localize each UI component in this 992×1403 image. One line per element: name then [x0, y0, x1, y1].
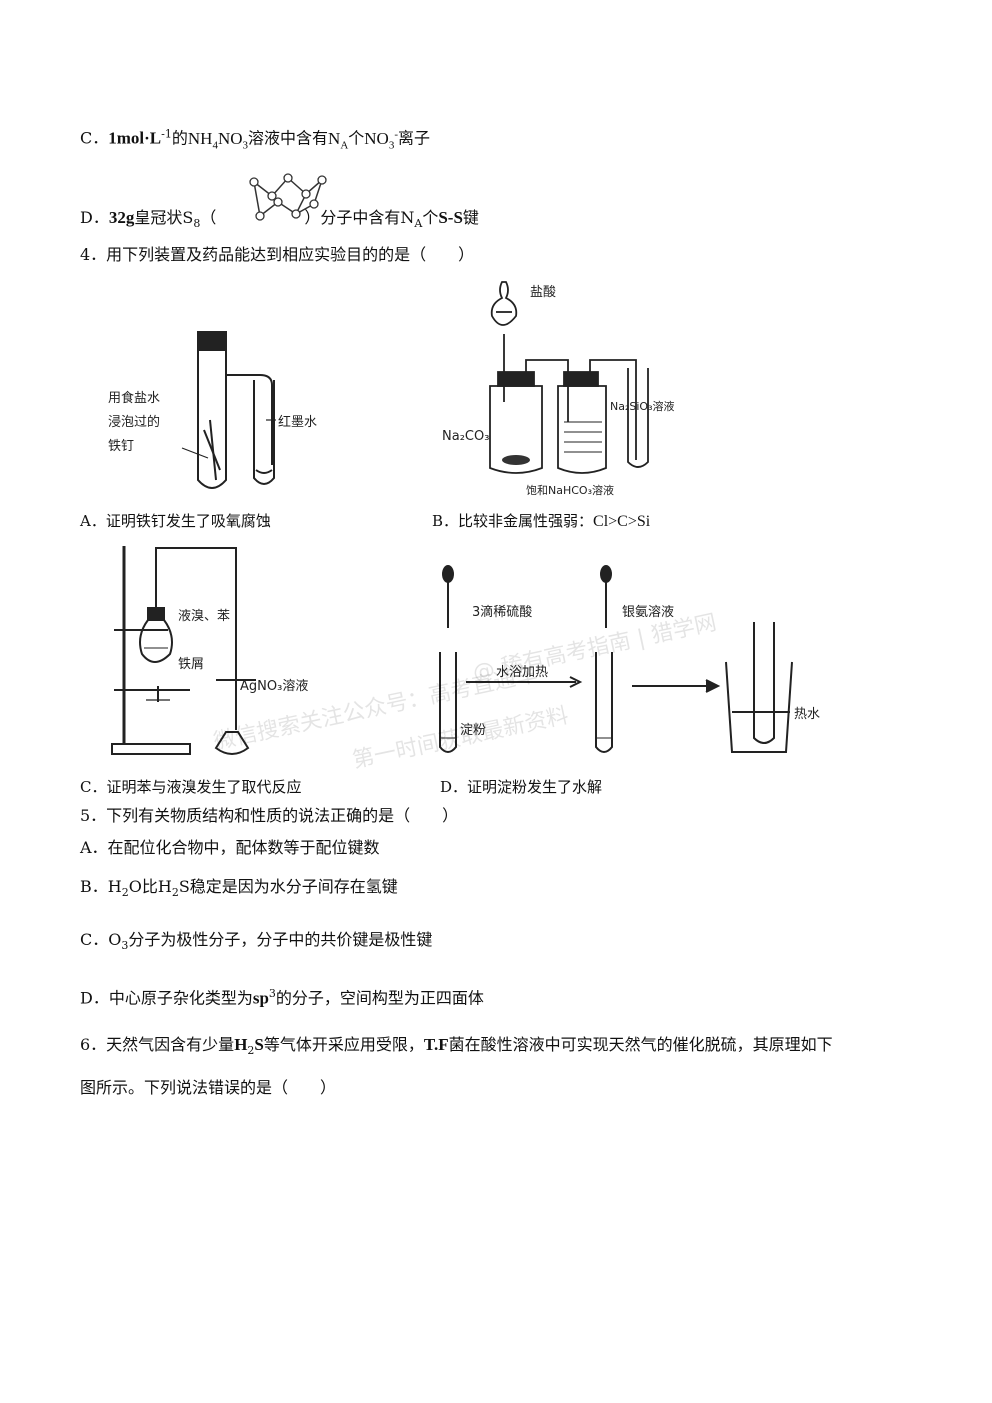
label-nail-line1: 用食盐水 [108, 390, 160, 406]
q5-option-b: B．H2O比H2S稳定是因为水分子间存在氢键 [80, 877, 398, 900]
q5-option-c: C．O3分子为极性分子，分子中的共价键是极性键 [80, 930, 433, 953]
label-silver-ammonia: 银氨溶液 [622, 605, 674, 620]
apparatus-b: 盐酸 Na₂CO₃ 饱和NaHCO₃溶液 Na₂SiO₃溶液 [442, 281, 675, 497]
q6-line2: 图所示。下列说法错误的是（ ） [80, 1078, 337, 1097]
q5-option-d: D．中心原子杂化类型为sp3的分子，空间构型为正四面体 [80, 987, 484, 1008]
label-dilute-h2so4: 3滴稀硫酸 [472, 604, 532, 620]
q3-option-c: C．1mol·L-1的NH4NO3溶液中含有NA个NO3-离子 [80, 127, 431, 152]
label-nail-line3: 铁钉 [108, 439, 134, 454]
label-starch: 淀粉 [460, 723, 486, 738]
label-bromine-benzene: 液溴、苯 [178, 609, 230, 624]
label-red-ink: 红墨水 [278, 414, 317, 430]
label-agno3: AgNO₃溶液 [240, 679, 308, 694]
q4-option-b-caption: B．比较非金属性强弱：Cl>C>Si [432, 512, 651, 530]
q4-option-c-caption: C．证明苯与液溴发生了取代反应 [80, 778, 302, 796]
label-na2sio3: Na₂SiO₃溶液 [610, 399, 675, 413]
label-water-bath: 水浴加热 [496, 665, 548, 680]
q4-option-d-caption: D．证明淀粉发生了水解 [440, 778, 603, 796]
q3-option-d: D．32g皇冠状S8（）分子中含有NA个S-S键 [80, 208, 479, 231]
s8-crown-molecule [249, 173, 327, 221]
q4-option-a-caption: A．证明铁钉发生了吸氧腐蚀 [80, 512, 271, 530]
q6-line1: 6．天然气因含有少量H2S等气体开采应用受限，T.F菌在酸性溶液中可实现天然气的… [80, 1035, 833, 1058]
apparatus-c: 液溴、苯 铁屑 AgNO₃溶液 [111, 546, 308, 755]
label-nahco3: 饱和NaHCO₃溶液 [526, 483, 614, 497]
label-na2co3: Na₂CO₃ [442, 429, 489, 444]
label-iron-filings: 铁屑 [178, 657, 204, 672]
apparatus-d: 3滴稀硫酸 银氨溶液 水浴加热 淀粉 热水 [439, 565, 820, 753]
apparatus-a: 用食盐水 浸泡过的 铁钉 红墨水 [108, 331, 317, 489]
label-hot-water: 热水 [794, 707, 820, 722]
label-hcl: 盐酸 [530, 285, 556, 300]
label-nail-line2: 浸泡过的 [108, 414, 160, 430]
q5-option-a: A．在配位化合物中，配体数等于配位键数 [80, 838, 380, 857]
q4-stem: 4．用下列装置及药品能达到相应实验目的的是（ ） [80, 245, 475, 264]
q5-stem: 5．下列有关物质结构和性质的说法正确的是（ ） [80, 806, 459, 825]
